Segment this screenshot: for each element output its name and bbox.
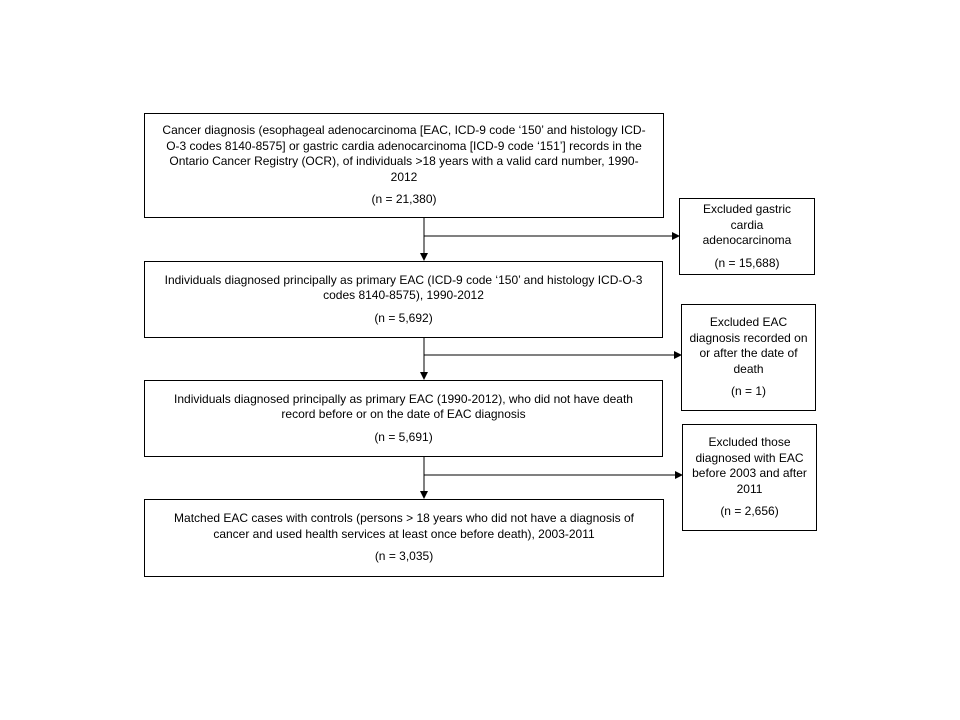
exclusion-box-gastric-cardia: Excluded gastric cardia adenocarcinoma (… bbox=[679, 198, 815, 275]
step-box-matched-cases: Matched EAC cases with controls (persons… bbox=[144, 499, 664, 577]
step-count: (n = 5,691) bbox=[374, 429, 433, 444]
exclusion-text: Excluded EAC diagnosis recorded on or af… bbox=[689, 315, 808, 376]
exclusion-box-death-date: Excluded EAC diagnosis recorded on or af… bbox=[681, 304, 816, 411]
step-text: Individuals diagnosed principally as pri… bbox=[164, 272, 643, 303]
step-text: Matched EAC cases with controls (persons… bbox=[174, 511, 634, 541]
exclusion-count: (n = 2,656) bbox=[720, 504, 779, 519]
step-box-no-prior-death: Individuals diagnosed principally as pri… bbox=[144, 380, 663, 457]
exclusion-box-date-range: Excluded those diagnosed with EAC before… bbox=[682, 424, 817, 531]
step-count: (n = 3,035) bbox=[374, 549, 434, 564]
exclusion-text: Excluded gastric cardia adenocarcinoma bbox=[702, 202, 792, 247]
step-text: Individuals diagnosed principally as pri… bbox=[174, 391, 633, 422]
step-count: (n = 5,692) bbox=[374, 310, 433, 325]
step-text: Cancer diagnosis (esophageal adenocarcin… bbox=[162, 123, 646, 184]
exclusion-count: (n = 15,688) bbox=[714, 255, 780, 270]
step-box-initial-cohort: Cancer diagnosis (esophageal adenocarcin… bbox=[144, 113, 664, 218]
step-count: (n = 21,380) bbox=[371, 192, 437, 207]
step-box-primary-eac: Individuals diagnosed principally as pri… bbox=[144, 261, 663, 338]
exclusion-text: Excluded those diagnosed with EAC before… bbox=[692, 435, 807, 496]
exclusion-count: (n = 1) bbox=[730, 384, 766, 399]
